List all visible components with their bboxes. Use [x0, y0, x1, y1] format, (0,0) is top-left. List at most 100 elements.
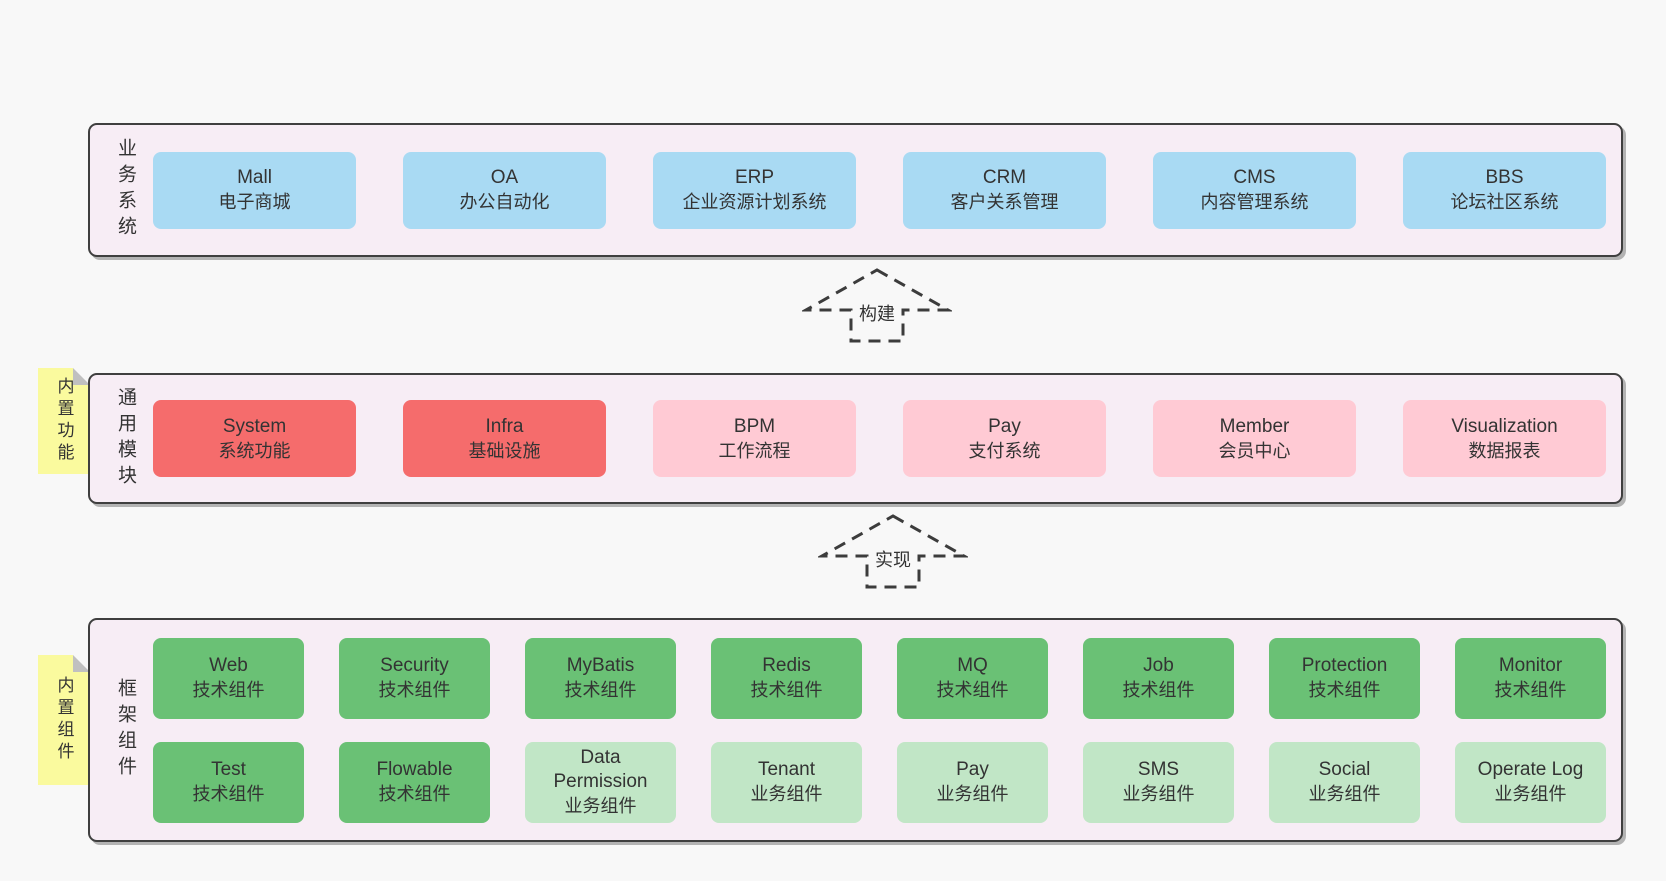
box-mall: Mall 电子商城: [153, 151, 356, 229]
box-desc: 技术组件: [936, 680, 1009, 700]
box-name: Member: [1219, 415, 1290, 437]
box-name: Tenant: [757, 759, 816, 780]
box-desc: 技术组件: [1122, 680, 1195, 700]
box-job: Job 技术组件: [1083, 637, 1234, 719]
folded-corner-icon: [73, 655, 90, 672]
box-name: CRM: [982, 167, 1027, 188]
box-desc: 会员中心: [1218, 440, 1291, 461]
build-arrow-label: 构建: [855, 299, 899, 327]
box-desc: 论坛社区系统: [1450, 192, 1559, 212]
box-name: Mall: [237, 167, 272, 188]
box-bpm: BPM 工作流程: [653, 400, 856, 477]
box-name: Monitor: [1498, 655, 1563, 676]
box-name: Web: [209, 655, 248, 676]
build-arrow: [802, 266, 952, 344]
box-member: Member 会员中心: [1153, 400, 1356, 477]
box-desc: 企业资源计划系统: [682, 192, 827, 212]
box-name: Visualization: [1451, 415, 1558, 437]
box-tenant: Tenant 业务组件: [711, 741, 862, 823]
arrow-up-icon: [802, 268, 952, 343]
box-pay: Pay 支付系统: [903, 400, 1106, 477]
box-mq: MQ 技术组件: [897, 637, 1048, 719]
box-desc: 技术组件: [192, 784, 265, 804]
box-name: MyBatis: [566, 655, 635, 676]
box-infra: Infra 基础设施: [403, 400, 606, 477]
modules-boxes-row: System 系统功能 Infra 基础设施 BPM 工作流程 Pay 支付系统…: [153, 400, 1606, 477]
box-desc: 业务组件: [1494, 784, 1567, 804]
box-mybatis: MyBatis 技术组件: [525, 637, 676, 719]
box-desc: 技术组件: [750, 680, 823, 700]
box-name: ERP: [734, 167, 775, 188]
box-visualization: Visualization 数据报表: [1403, 400, 1606, 477]
box-name: OA: [490, 167, 519, 188]
arrow-up-icon: [818, 514, 968, 589]
box-desc: 技术组件: [378, 784, 451, 804]
implement-arrow: [818, 512, 968, 590]
box-name: Flowable: [376, 759, 453, 780]
box-desc: 技术组件: [1308, 680, 1381, 700]
box-oa: OA 办公自动化: [403, 151, 606, 229]
box-pay-business: Pay 业务组件: [897, 741, 1048, 823]
box-cms: CMS 内容管理系统: [1153, 151, 1356, 229]
box-name: Redis: [762, 655, 811, 676]
box-desc: 业务组件: [564, 796, 637, 816]
box-desc: 技术组件: [378, 680, 451, 700]
components-row-1: Web 技术组件 Security 技术组件 MyBatis 技术组件 Redi…: [153, 637, 1606, 719]
box-redis: Redis 技术组件: [711, 637, 862, 719]
builtin-features-sticky: 内置功能: [38, 368, 90, 474]
box-desc: 技术组件: [564, 680, 637, 700]
box-name: CMS: [1233, 167, 1276, 188]
box-desc: 工作流程: [718, 440, 791, 461]
business-boxes-row: Mall 电子商城 OA 办公自动化 ERP 企业资源计划系统 CRM 客户关系…: [153, 151, 1606, 229]
box-desc: 系统功能: [218, 440, 291, 461]
sticky-text: 内置功能: [54, 377, 74, 465]
folded-corner-icon: [73, 368, 90, 385]
box-desc: 数据报表: [1468, 440, 1541, 461]
box-bbs: BBS 论坛社区系统: [1403, 151, 1606, 229]
box-desc: 业务组件: [750, 784, 823, 804]
box-data-permission: Data Permission 业务组件: [525, 741, 676, 823]
box-test: Test 技术组件: [153, 741, 304, 823]
box-monitor: Monitor 技术组件: [1455, 637, 1606, 719]
box-social: Social 业务组件: [1269, 741, 1420, 823]
box-desc: 电子商城: [218, 192, 291, 212]
box-protection: Protection 技术组件: [1269, 637, 1420, 719]
box-name: Test: [211, 759, 246, 780]
box-crm: CRM 客户关系管理: [903, 151, 1106, 229]
components-row-2: Test 技术组件 Flowable 技术组件 Data Permission …: [153, 741, 1606, 823]
box-name: Pay: [988, 415, 1021, 437]
band-label-components: 框架组件: [115, 678, 136, 782]
box-desc: 内容管理系统: [1200, 192, 1309, 212]
band-label-modules: 通用模块: [115, 386, 136, 491]
box-desc: 业务组件: [1308, 784, 1381, 804]
box-sms: SMS 业务组件: [1083, 741, 1234, 823]
box-name: Operate Log: [1477, 759, 1584, 780]
components-rows: Web 技术组件 Security 技术组件 MyBatis 技术组件 Redi…: [153, 637, 1606, 823]
box-flowable: Flowable 技术组件: [339, 741, 490, 823]
box-desc: 基础设施: [468, 440, 541, 461]
box-desc: 办公自动化: [459, 192, 550, 212]
box-desc: 业务组件: [936, 784, 1009, 804]
box-erp: ERP 企业资源计划系统: [653, 151, 856, 229]
box-desc: 客户关系管理: [950, 192, 1059, 212]
box-operate-log: Operate Log 业务组件: [1455, 741, 1606, 823]
box-web: Web 技术组件: [153, 637, 304, 719]
band-label-business: 业务系统: [115, 138, 136, 242]
implement-arrow-label: 实现: [871, 545, 915, 573]
box-name: Job: [1143, 655, 1174, 676]
box-name: Security: [380, 655, 449, 676]
box-name: BPM: [733, 415, 776, 437]
box-name: MQ: [957, 655, 988, 676]
box-desc: 业务组件: [1122, 784, 1195, 804]
box-name: Infra: [485, 415, 524, 437]
box-name: Data Permission: [553, 747, 648, 792]
sticky-text: 内置组件: [54, 676, 74, 764]
box-name: Protection: [1301, 655, 1388, 676]
box-system: System 系统功能: [153, 400, 356, 477]
box-desc: 技术组件: [192, 680, 265, 700]
common-modules-band: 通用模块 System 系统功能 Infra 基础设施 BPM 工作流程 Pay…: [88, 373, 1623, 504]
box-desc: 支付系统: [968, 440, 1041, 461]
box-name: BBS: [1485, 167, 1524, 188]
box-name: Pay: [956, 759, 989, 780]
box-security: Security 技术组件: [339, 637, 490, 719]
